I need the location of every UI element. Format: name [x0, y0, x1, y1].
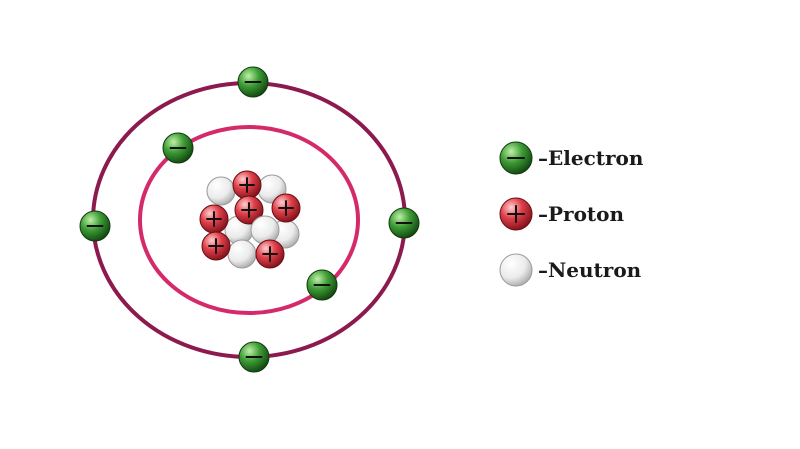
legend-label: –Proton: [538, 202, 625, 226]
proton-particle: [234, 195, 264, 225]
proton-particle: [199, 204, 229, 234]
legend-item-proton: –Proton: [497, 196, 624, 232]
proton-particle: [201, 231, 231, 261]
legend-label: –Neutron: [538, 258, 642, 282]
minus-circle-icon: [499, 141, 533, 175]
neutron-particle: [250, 215, 280, 245]
proton-particle: [255, 239, 285, 269]
proton-particle: [232, 170, 262, 200]
circle-icon: [499, 253, 533, 287]
electron-particle: [238, 341, 270, 373]
electron-particle: [237, 66, 269, 98]
proton-legend-particle: [499, 197, 533, 231]
electron-particle: [306, 269, 338, 301]
electron-particle: [79, 210, 111, 242]
nucleus: [199, 170, 301, 269]
inner-orbit: [138, 125, 360, 315]
electron-particle: [162, 132, 194, 164]
plus-circle-icon: [499, 197, 533, 231]
legend-label: –Electron: [538, 146, 644, 170]
electron-particle: [388, 207, 420, 239]
electrons: [79, 66, 420, 373]
neutron-particle: [206, 176, 236, 206]
legend-item-neutron: –Neutron: [497, 252, 641, 288]
neutron-particle: [227, 239, 257, 269]
proton-particle: [271, 193, 301, 223]
legend-item-electron: –Electron: [497, 140, 643, 176]
electron-legend-particle: [499, 141, 533, 175]
neutron-legend-particle: [499, 253, 533, 287]
